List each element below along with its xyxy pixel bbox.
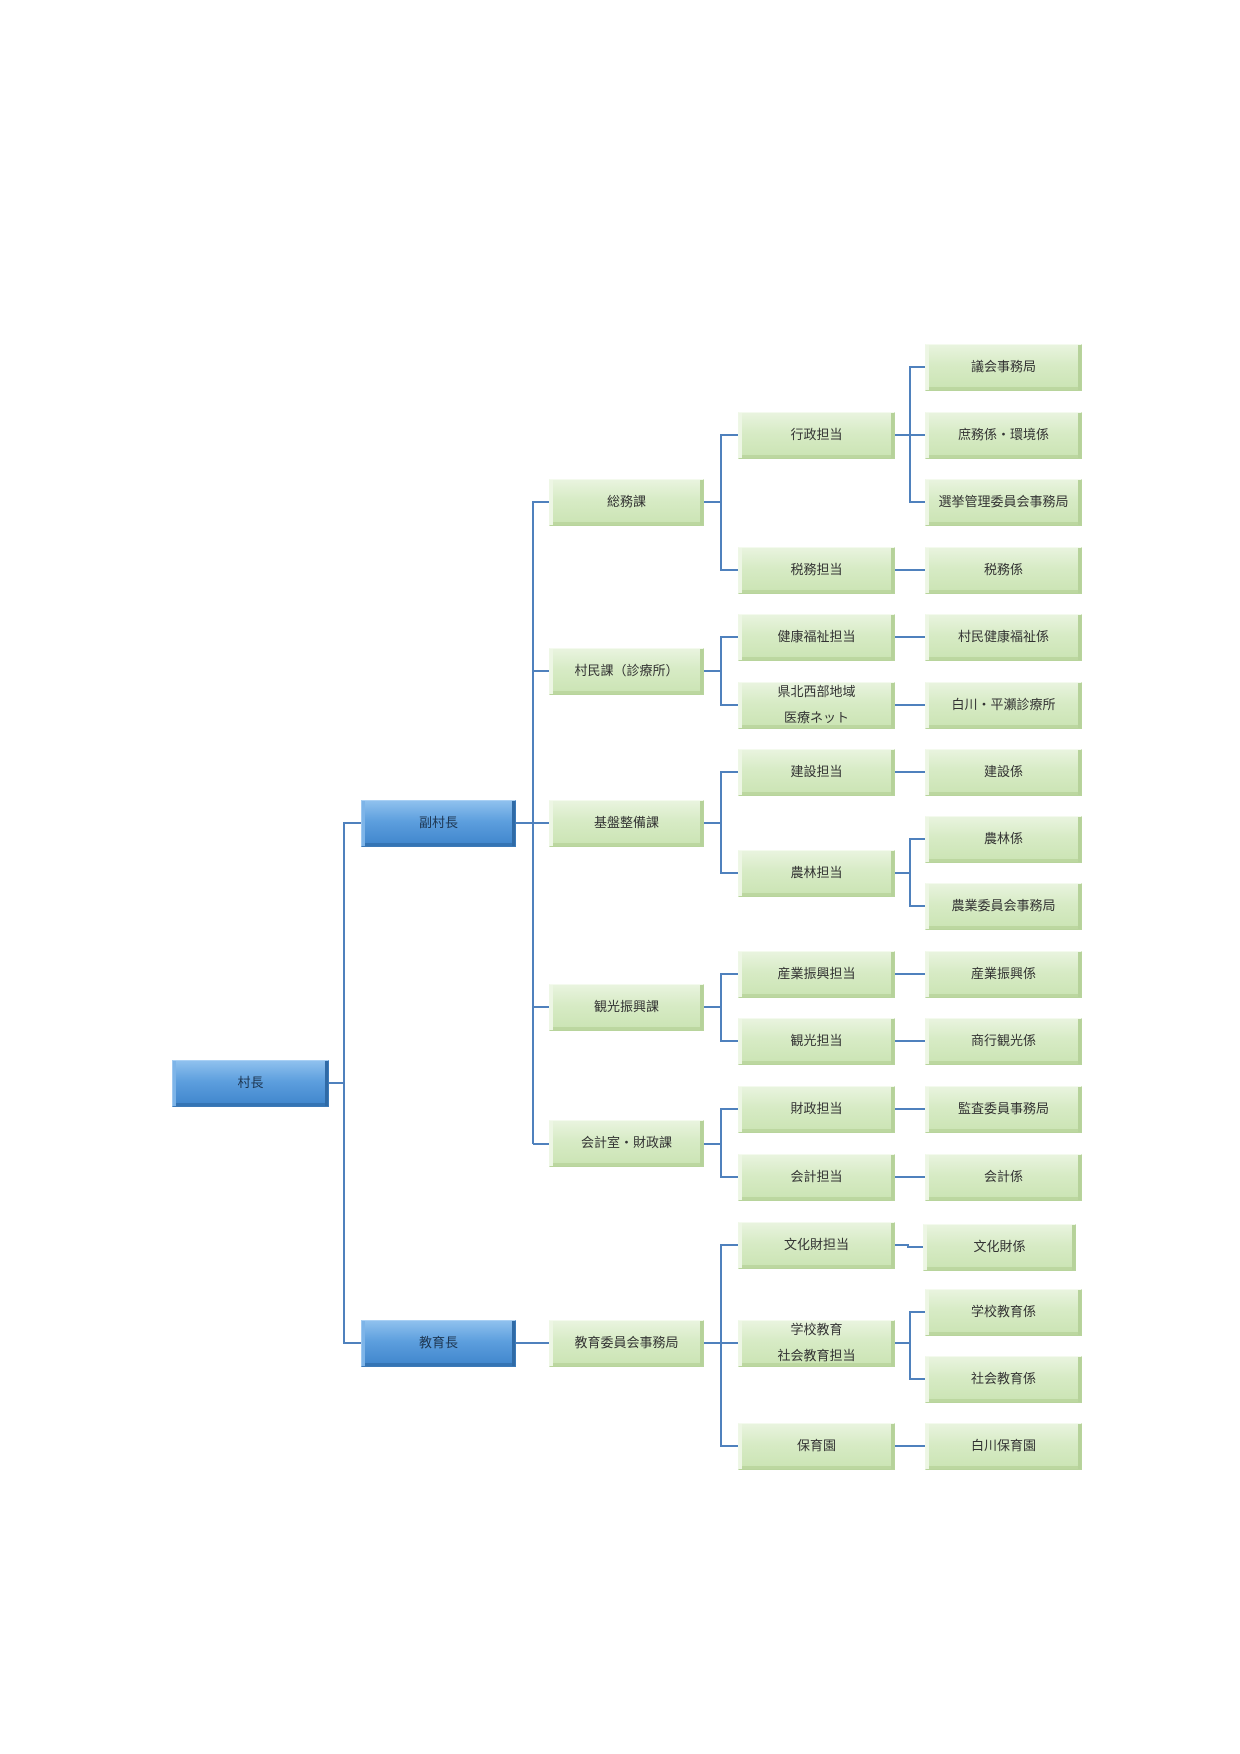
sec-gakko-line2: 社会教育担当 [777,1348,856,1364]
sec-sangyo-box: 産業振興担当 [738,951,895,998]
unit-hoiku-label: 白川保育園 [970,1438,1036,1454]
unit-shoko-box: 商行観光係 [925,1018,1082,1065]
dept-kanko-box: 観光振興課 [549,984,704,1031]
sec-kenko-box: 健康福祉担当 [738,614,895,661]
dept-kanko-label: 観光振興課 [593,999,659,1015]
unit-shinryo-label: 白川・平瀬診療所 [951,697,1056,713]
sec-zaisei-box: 財政担当 [738,1086,895,1133]
unit-gakko-box: 学校教育係 [925,1289,1082,1336]
unit-nogyo-label: 農業委員会事務局 [951,898,1056,914]
unit-zeimu-box: 税務係 [925,547,1082,594]
deputy-mayor-label: 副村長 [418,815,458,831]
deputy-mayor-box: 副村長 [361,800,516,847]
unit-gikai-label: 議会事務局 [970,359,1036,375]
sec-kanko-label: 観光担当 [790,1033,843,1049]
unit-zeimu-label: 税務係 [983,562,1023,578]
sec-gyosei-label: 行政担当 [790,427,843,443]
sec-bunkazai-label: 文化財担当 [783,1237,849,1253]
dept-somu-label: 総務課 [606,494,646,510]
sec-zeimu-label: 税務担当 [790,562,843,578]
unit-kensetsu-box: 建設係 [925,749,1082,796]
education-head-box: 教育長 [361,1320,516,1367]
dept-kiban-label: 基盤整備課 [593,815,659,831]
sec-gakko-text: 学校教育 社会教育担当 [777,1318,855,1370]
unit-shomu-box: 庶務係・環境係 [925,412,1082,459]
unit-hoiku-box: 白川保育園 [925,1423,1082,1470]
unit-sonmin-box: 村民健康福祉係 [925,614,1082,661]
unit-shoko-label: 商行観光係 [970,1033,1036,1049]
sec-kaikei-box: 会計担当 [738,1154,895,1201]
dept-kaikei-box: 会計室・財政課 [549,1120,704,1167]
sec-hoiku-label: 保育園 [796,1438,836,1454]
mayor-label: 村長 [237,1075,264,1091]
unit-kaikei-box: 会計係 [925,1154,1082,1201]
sec-zaisei-label: 財政担当 [790,1101,843,1117]
sec-kenhoku-line1: 県北西部地域 [777,684,856,700]
dept-sonmin-label: 村民課（診療所） [574,663,679,679]
sec-bunkazai-box: 文化財担当 [738,1222,895,1269]
dept-sonmin-box: 村民課（診療所） [549,648,704,695]
dept-kyoiku-label: 教育委員会事務局 [574,1335,679,1351]
dept-somu-box: 総務課 [549,479,704,526]
education-head-label: 教育長 [418,1335,458,1351]
dept-kaikei-label: 会計室・財政課 [580,1135,672,1151]
sec-kenko-label: 健康福祉担当 [777,629,856,645]
unit-sonmin-label: 村民健康福祉係 [957,629,1049,645]
sec-kenhoku-text: 県北西部地域 医療ネット [777,680,855,732]
sec-gyosei-box: 行政担当 [738,412,895,459]
unit-shomu-label: 庶務係・環境係 [957,427,1049,443]
unit-kansa-box: 監査委員事務局 [925,1086,1082,1133]
sec-kensetsu-label: 建設担当 [790,764,843,780]
unit-bunkazai-box: 文化財係 [923,1224,1076,1271]
unit-kensetsu-label: 建設係 [983,764,1023,780]
unit-kaikei-label: 会計係 [983,1169,1023,1185]
unit-bunkazai-label: 文化財係 [973,1239,1026,1255]
mayor-box: 村長 [172,1060,329,1107]
unit-gikai-box: 議会事務局 [925,344,1082,391]
sec-gakko-line1: 学校教育 [790,1322,843,1338]
unit-gakko-label: 学校教育係 [970,1304,1036,1320]
sec-gakko-box: 学校教育 社会教育担当 [738,1320,895,1367]
dept-kiban-box: 基盤整備課 [549,800,704,847]
sec-sangyo-label: 産業振興担当 [777,966,856,982]
unit-senkyo-label: 選挙管理委員会事務局 [938,494,1069,510]
unit-shakai-box: 社会教育係 [925,1356,1082,1403]
unit-shakai-label: 社会教育係 [970,1371,1036,1387]
sec-kaikei-label: 会計担当 [790,1169,843,1185]
sec-kenhoku-line2: 医療ネット [783,710,849,726]
sec-kenhoku-box: 県北西部地域 医療ネット [738,682,895,729]
sec-zeimu-box: 税務担当 [738,547,895,594]
unit-norin-label: 農林係 [983,831,1023,847]
sec-norin-box: 農林担当 [738,850,895,897]
unit-nogyo-box: 農業委員会事務局 [925,883,1082,930]
sec-kanko-box: 観光担当 [738,1018,895,1065]
unit-norin-box: 農林係 [925,816,1082,863]
unit-sangyo-box: 産業振興係 [925,951,1082,998]
unit-shinryo-box: 白川・平瀬診療所 [925,682,1082,729]
unit-sangyo-label: 産業振興係 [970,966,1036,982]
unit-senkyo-box: 選挙管理委員会事務局 [925,479,1082,526]
sec-hoiku-box: 保育園 [738,1423,895,1470]
dept-kyoiku-box: 教育委員会事務局 [549,1320,704,1367]
sec-norin-label: 農林担当 [790,865,843,881]
unit-kansa-label: 監査委員事務局 [957,1101,1049,1117]
sec-kensetsu-box: 建設担当 [738,749,895,796]
